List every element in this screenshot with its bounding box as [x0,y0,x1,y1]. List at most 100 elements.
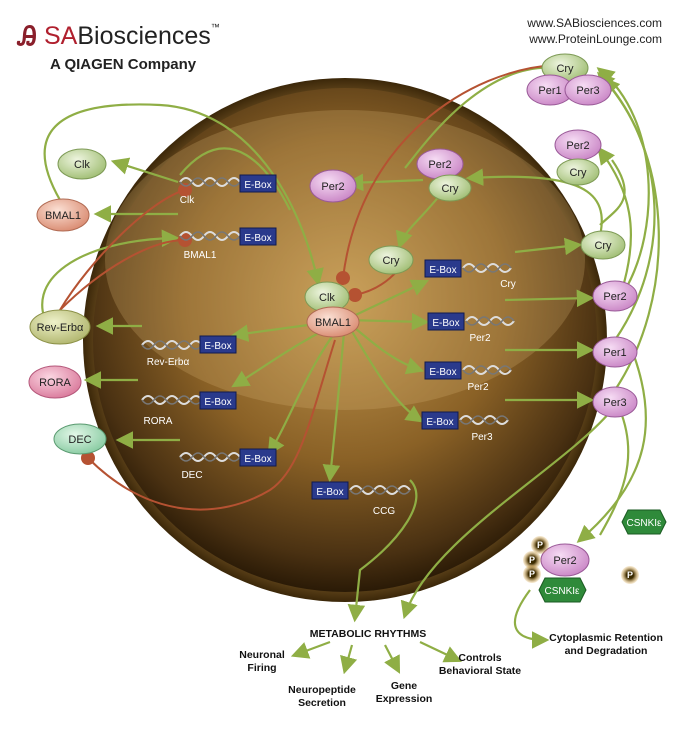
protein-label: Clk [319,292,335,304]
protein-cry-right: Cry [580,230,626,260]
protein-cry-mid: Cry [368,245,414,275]
ebox-label: E-Box [432,318,459,329]
gene-label-dec: DEC [181,470,202,481]
protein-label: Per2 [603,291,626,303]
ebox-label: E-Box [204,397,231,408]
protein-per1-right: Per1 [592,336,638,368]
gene-per2a: E-Box Per2 [427,312,515,344]
protein-label: RORA [39,377,71,389]
ebox-label: E-Box [244,454,271,465]
gene-ccg: E-Box CCG [311,481,411,517]
protein-label: Cry [441,183,459,195]
protein-bmal1-left: BMAL1 [36,198,90,232]
protein-dec: DEC [53,423,107,455]
inhibition-lines [59,64,556,511]
ebox-label: E-Box [429,265,456,276]
brand-suffix: Biosciences [77,22,211,50]
ebox-cry [424,259,462,278]
gene-label-per3: Per3 [471,432,493,443]
gene-expression-label: Gene [391,680,417,692]
output-labels: METABOLIC RHYTHMS Neuronal Firing Neurop… [239,628,663,709]
protein-label: BMAL1 [315,317,351,329]
protein-label: Per2 [553,555,576,567]
protein-label: Cry [569,167,587,179]
protein-label: Cry [382,255,400,267]
gene-dec: E-Box DEC [179,448,277,481]
neuropeptide-secretion-label-2: Secretion [298,697,346,709]
protein-label: CSNKIε [544,586,580,597]
protein-per2-right: Per2 [592,280,638,312]
phosphate-icon [531,536,549,554]
gene-expression-label-2: Expression [376,693,433,705]
url-sabiosciences[interactable]: www.SABiosciences.com [527,16,662,30]
protein-label: Rev-Erbα [37,322,84,334]
gene-bmal1: E-Box BMAL1 [179,227,277,261]
protein-rora: RORA [28,365,82,399]
neuronal-firing-label-2: Firing [247,662,276,674]
protein-label: Per3 [603,397,626,409]
protein-label: CSNKIε [626,518,662,529]
ebox-label: E-Box [426,417,453,428]
protein-clk-left: Clk [57,148,107,180]
neuronal-firing-label: Neuronal [239,649,285,661]
phosphate-label: P [537,540,543,550]
phosphate-icon [621,566,639,584]
protein-label: Per1 [538,85,561,97]
ebox-ccg [311,481,349,500]
phosphate-icon [523,551,541,569]
phosphate-label: P [529,569,535,579]
protein-label: DEC [68,434,91,446]
ebox-label: E-Box [204,341,231,352]
protein-label: Per3 [576,85,599,97]
sabiosciences-logo-icon: Ꭿ [18,22,37,52]
protein-label: Per1 [603,347,626,359]
ebox-bmal1 [239,227,277,246]
behavioral-state-label: Controls [458,652,501,664]
protein-label: Per2 [566,140,589,152]
protein-per3-right: Per3 [592,386,638,418]
ebox-label: E-Box [244,233,271,244]
metabolic-rhythms-label: METABOLIC RHYTHMS [310,628,426,640]
gene-cry: E-Box Cry [424,259,516,290]
ebox-label: E-Box [316,487,343,498]
proteins: Clk BMAL1 Rev-Erbα RORA DEC Clk [28,53,667,603]
brand-name: SABiosciences™ [44,22,220,51]
gene-label-rev-erb: Rev-Erbα [147,357,190,368]
gene-rev-erb: E-Box Rev-Erbα [141,335,237,368]
gene-label-bmal1: BMAL1 [184,250,217,261]
protein-per2-bottom: Per2 [540,543,590,577]
ebox-per2b [424,361,462,380]
protein-csnk-bottom: CSNKIε [538,577,587,603]
gene-per2b: E-Box Per2 [424,361,512,393]
ebox-clk [239,174,277,193]
ebox-label: E-Box [429,367,456,378]
cytoplasmic-retention-label: Cytoplasmic Retention [549,632,663,644]
phosphate-groups: P P P P [523,536,639,584]
gene-label-per2a: Per2 [469,333,491,344]
phosphate-label: P [529,555,535,565]
protein-label: Clk [74,159,90,171]
gene-clk: E-Box Clk [179,174,277,206]
gene-rora: E-Box RORA [141,391,237,427]
protein-per2-cry-right: Per2 Cry [554,129,602,186]
gene-label-rora: RORA [144,416,173,427]
trademark: ™ [210,22,220,32]
cytoplasmic-retention-label-2: and Degradation [565,645,648,657]
gene-elements: E-Box Clk E-Box BMAL1 E-Box Rev-Erbα [141,174,516,517]
protein-label: Cry [594,240,612,252]
protein-per2-cry-top: Per2 Cry [416,148,472,202]
phosphate-label: P [627,570,633,580]
ebox-rora [199,391,237,410]
gene-label-per2b: Per2 [467,382,489,393]
phosphate-icon [523,565,541,583]
brand-prefix: SA [44,22,78,50]
gene-label-cry: Cry [500,279,516,290]
protein-label: Cry [556,63,574,75]
ebox-dec [239,448,277,467]
ebox-per2a [427,312,465,331]
url-proteinlounge[interactable]: www.ProteinLounge.com [529,32,662,46]
behavioral-state-label-2: Behavioral State [439,665,521,677]
protein-per2-mid: Per2 [309,169,357,203]
